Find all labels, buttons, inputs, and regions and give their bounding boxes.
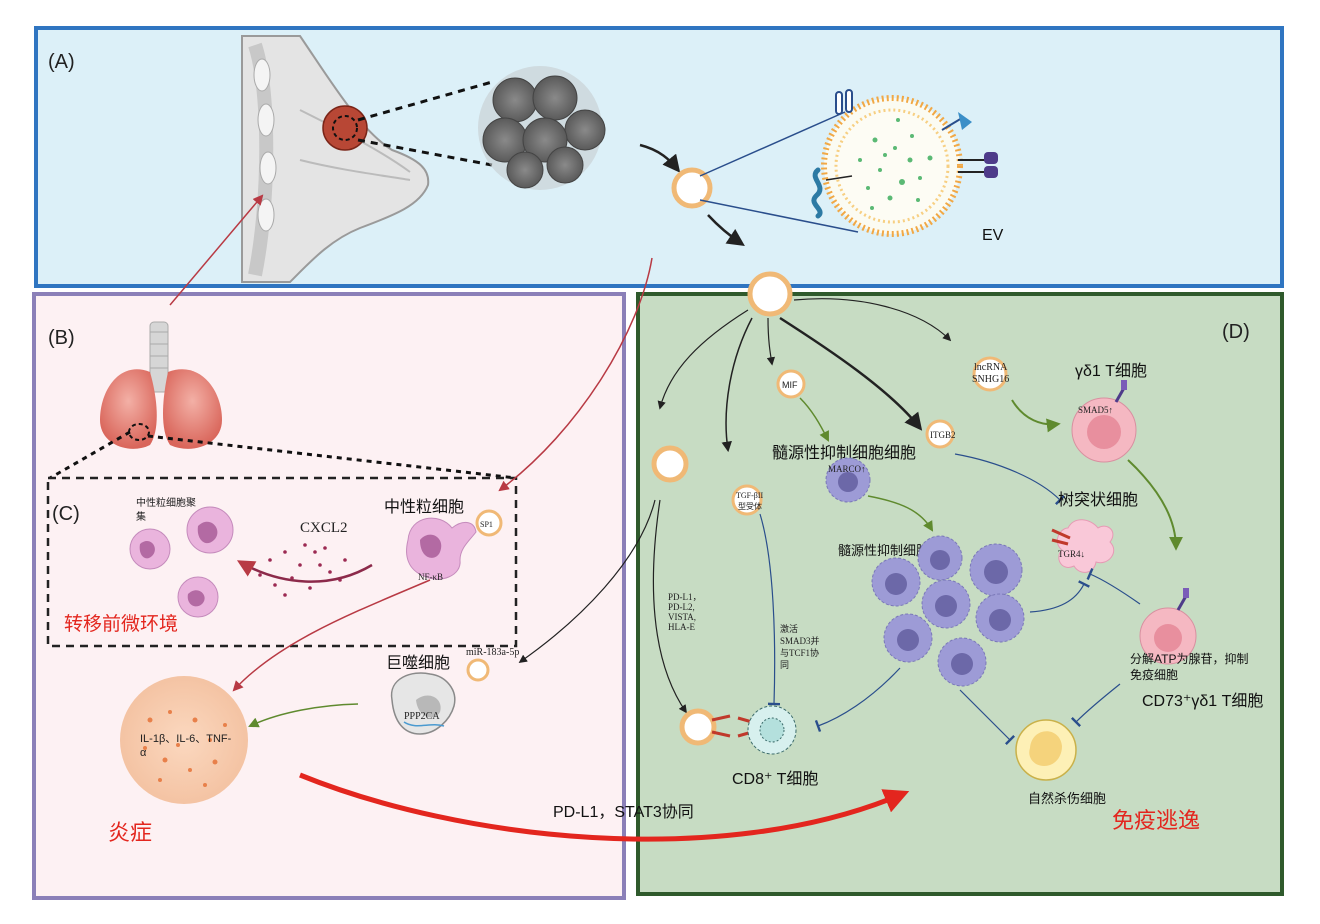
extracellular-vesicle-detail	[811, 89, 998, 237]
checkpoints-label-3: VISTA,	[668, 612, 696, 622]
dendritic-cell	[1051, 519, 1115, 573]
sp1-label: SP1	[480, 520, 493, 529]
pdl1-stat3-label: PD-L1，STAT3协同	[553, 803, 694, 821]
primary-tumor	[322, 105, 368, 151]
panel-a: (A)	[34, 26, 1284, 288]
breast-illustration	[241, 35, 430, 283]
tumor-cell-cluster	[478, 66, 606, 190]
cd8-t-cell	[747, 705, 797, 755]
neutrophil-aggregation-label-1: 中性粒细胞聚	[136, 496, 196, 509]
checkpoints-label-4: HLA-E	[668, 622, 695, 632]
ev-hub	[747, 271, 793, 317]
ev-cd8	[679, 708, 717, 746]
mdsc-cell	[825, 457, 871, 503]
inflammation-cytokine-blob	[120, 676, 248, 804]
activate-label-2: SMAD3并	[780, 635, 820, 646]
gd1-t-label: γδ1 T细胞	[1075, 362, 1147, 380]
panel-b-label: (B)	[48, 327, 75, 349]
extracellular-vesicle-small	[671, 167, 713, 209]
macrophage-cell	[390, 672, 456, 735]
smad5-label: SMAD5↑	[1078, 405, 1113, 415]
cytokine-dots	[143, 710, 227, 787]
lncrna-label-2: SNHG16	[972, 374, 1009, 385]
neutrophil-label: 中性粒细胞	[384, 498, 464, 516]
checkpoints-label-1: PD-L1，	[668, 592, 702, 602]
mif-vesicle	[776, 369, 806, 399]
itgb2-vesicle	[925, 419, 955, 449]
atp-label-1: 分解ATP为腺苷，抑制	[1130, 651, 1248, 666]
panel-b: (B) (C) 中性粒细胞聚 集	[32, 194, 626, 900]
premetastatic-niche-label: 转移前微环境	[64, 613, 178, 635]
tgfb-vesicle	[731, 484, 763, 516]
lungs-illustration	[100, 321, 222, 449]
neutrophil-aggregation-label-2: 集	[136, 510, 146, 523]
lncrna-label-1: lncRNA	[974, 362, 1008, 373]
ppp2ca-label: PPP2CA	[404, 711, 440, 722]
atp-label-2: 免疫细胞	[1130, 667, 1178, 682]
macrophage-label: 巨噬细胞	[386, 654, 450, 672]
gd1-t-cell	[1071, 380, 1137, 463]
panel-a-label: (A)	[48, 51, 75, 73]
nfkb-label: NF-κB	[418, 572, 443, 582]
activate-label-1: 激活	[780, 623, 798, 634]
immune-escape-arrow	[299, 772, 910, 842]
panel-c-box	[46, 476, 518, 648]
panel-d: (D) MIF 髓源性抑制细胞细胞 ITGB2 MARCO↑	[498, 257, 1284, 896]
nk-cell	[1015, 719, 1077, 781]
tgr4-label: TGR4↓	[1058, 549, 1085, 559]
mdsc-label: 髓源性抑制细胞细胞	[772, 444, 916, 462]
checkpoints-label-2: PD-L2,	[668, 602, 695, 612]
sp1-vesicle	[475, 509, 503, 537]
tgfb-label-1: TGF-βII	[736, 491, 764, 500]
lncrna-vesicle	[972, 356, 1008, 392]
nk-cell-label: 自然杀伤细胞	[1028, 791, 1106, 806]
itgb2-label: ITGB2	[930, 430, 956, 440]
aggregated-neutrophils	[129, 506, 234, 618]
panel-d-label: (D)	[1222, 321, 1250, 343]
cd8-t-label: CD8⁺ T细胞	[732, 770, 818, 788]
mif-label: MIF	[782, 380, 798, 390]
mir-label: miR-183a-5p	[466, 647, 519, 658]
cytokines-label-1: IL-1β、IL-6、TNF-	[140, 733, 232, 745]
ev-left	[651, 445, 689, 483]
mir-vesicle	[466, 658, 490, 682]
marco-label: MARCO↑	[828, 464, 866, 474]
activate-label-3: 与TCF1协	[780, 647, 819, 658]
cd73-gd1-t-label: CD73⁺γδ1 T细胞	[1142, 692, 1263, 710]
ev-label: EV	[982, 227, 1004, 244]
panel-c-label: (C)	[52, 503, 80, 525]
mdsc-cluster	[871, 535, 1025, 687]
activated-neutrophil	[406, 517, 477, 580]
cytokines-label-2: α	[140, 747, 147, 759]
cxcl2-label: CXCL2	[300, 520, 348, 536]
dendritic-cell-label: 树突状细胞	[1058, 491, 1138, 509]
activate-label-4: 同	[780, 660, 789, 670]
immune-escape-label: 免疫逃逸	[1112, 808, 1200, 833]
cd73-gd1-t-cell	[1139, 588, 1197, 665]
inflammation-label: 炎症	[108, 820, 152, 845]
tgfb-label-2: 型受体	[738, 501, 762, 511]
